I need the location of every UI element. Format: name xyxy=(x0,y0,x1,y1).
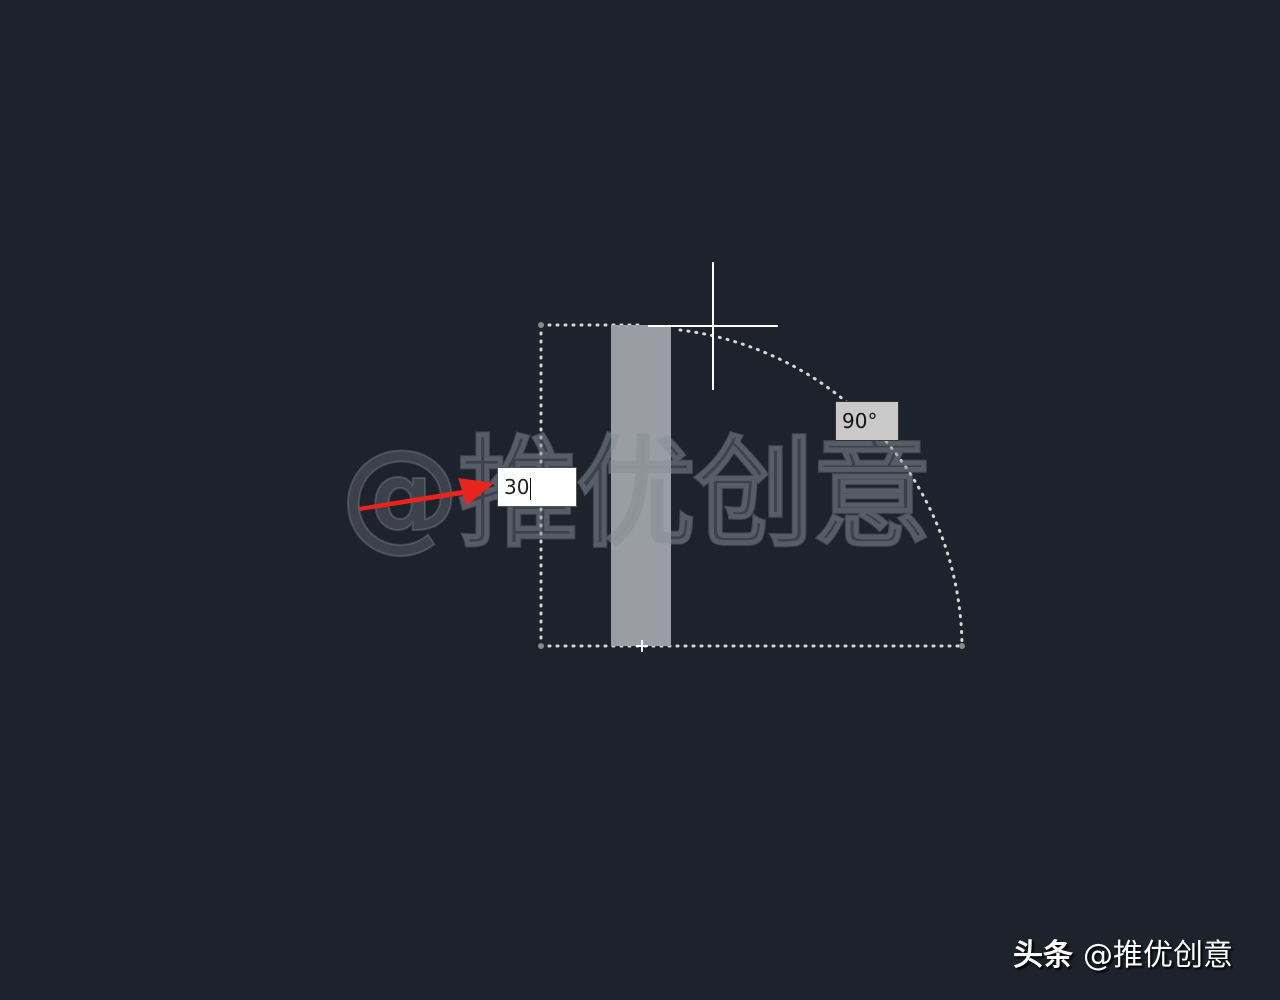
base-point-marker-icon xyxy=(636,640,648,652)
dynamic-input-field[interactable]: 30 xyxy=(497,467,577,507)
text-caret xyxy=(530,477,532,500)
credit-brand: 头条 xyxy=(1013,938,1073,973)
credit-watermark: 头条 @推优创意 xyxy=(1013,930,1233,974)
credit-handle: @推优创意 xyxy=(1083,938,1233,973)
crosshair-cursor-icon xyxy=(648,262,778,390)
dynamic-input-value: 30 xyxy=(504,475,530,499)
red-arrow-icon xyxy=(358,478,494,511)
angle-tooltip: 90° xyxy=(835,401,899,441)
rectangle-preview xyxy=(611,325,671,646)
